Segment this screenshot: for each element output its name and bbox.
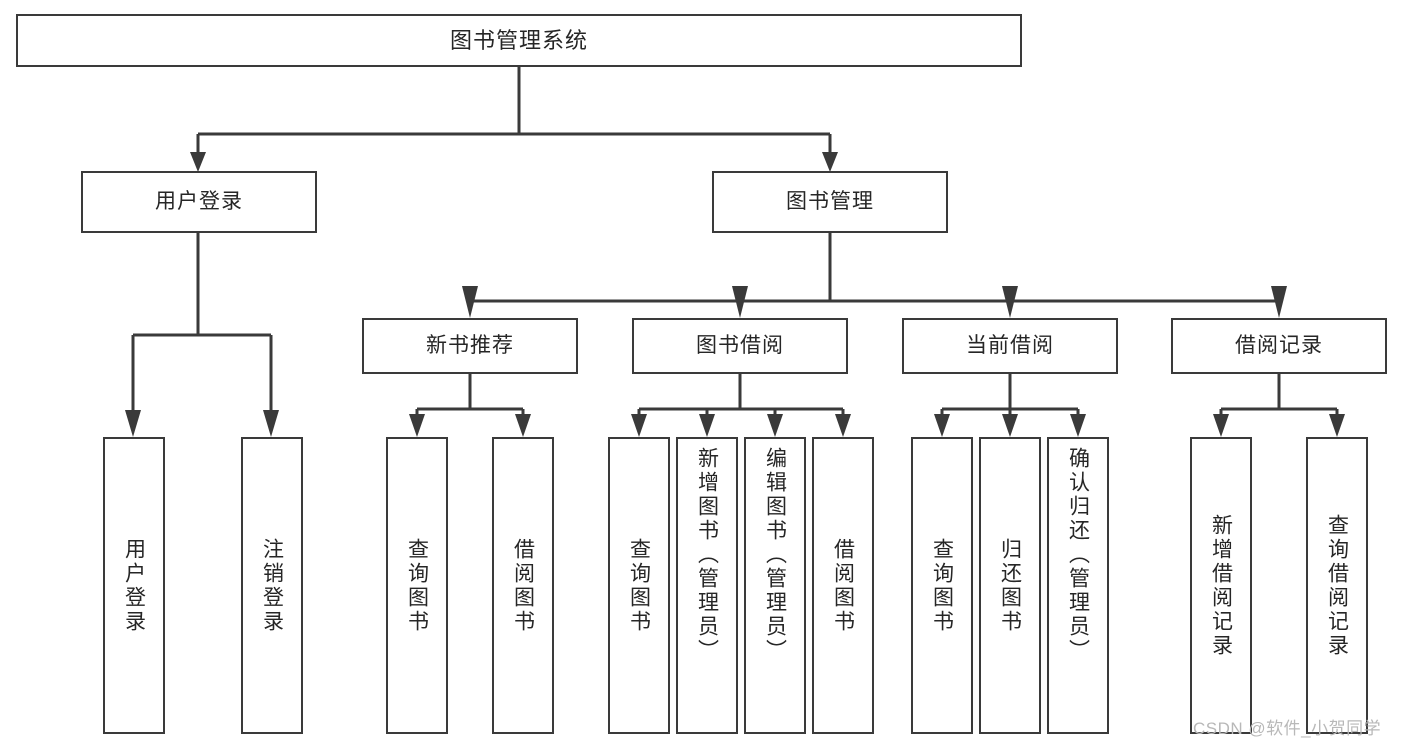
node-borrowing-record[interactable]: 借阅记录 bbox=[1171, 318, 1387, 374]
leaf-edit-book-admin[interactable]: 编辑图书（管理员） bbox=[744, 437, 806, 734]
leaf-query-book-borrow[interactable]: 查询图书 bbox=[608, 437, 670, 734]
leaf-confirm-return-admin[interactable]: 确认归还（管理员） bbox=[1047, 437, 1109, 734]
leaf-label: 借阅图书 bbox=[511, 537, 535, 634]
node-label: 新书推荐 bbox=[426, 333, 514, 357]
leaf-label: 归还图书 bbox=[998, 537, 1022, 634]
node-book-borrowing[interactable]: 图书借阅 bbox=[632, 318, 848, 374]
leaf-query-book-current[interactable]: 查询图书 bbox=[911, 437, 973, 734]
node-label: 借阅记录 bbox=[1235, 333, 1323, 357]
leaf-add-borrow-record[interactable]: 新增借阅记录 bbox=[1190, 437, 1252, 734]
leaf-query-book-rec[interactable]: 查询图书 bbox=[386, 437, 448, 734]
node-root-book-management-system[interactable]: 图书管理系统 bbox=[16, 14, 1022, 67]
leaf-user-login[interactable]: 用户登录 bbox=[103, 437, 165, 734]
leaf-add-book-admin[interactable]: 新增图书（管理员） bbox=[676, 437, 738, 734]
leaf-return-book[interactable]: 归还图书 bbox=[979, 437, 1041, 734]
node-label: 图书管理 bbox=[786, 189, 874, 213]
node-label: 图书管理系统 bbox=[449, 27, 588, 53]
leaf-label: 新增图书（管理员） bbox=[695, 447, 719, 663]
leaf-label: 编辑图书（管理员） bbox=[763, 447, 787, 663]
leaf-borrow-book[interactable]: 借阅图书 bbox=[812, 437, 874, 734]
leaf-label: 查询图书 bbox=[405, 537, 429, 634]
node-label: 图书借阅 bbox=[696, 333, 784, 357]
leaf-logout[interactable]: 注销登录 bbox=[241, 437, 303, 734]
node-label: 用户登录 bbox=[155, 189, 243, 213]
node-new-book-recommendation[interactable]: 新书推荐 bbox=[362, 318, 578, 374]
csdn-watermark: CSDN @软件_小贺同学 bbox=[1193, 719, 1382, 738]
leaf-query-borrow-record[interactable]: 查询借阅记录 bbox=[1306, 437, 1368, 734]
leaf-label: 确认归还（管理员） bbox=[1066, 447, 1090, 663]
leaf-label: 新增借阅记录 bbox=[1209, 513, 1233, 658]
leaf-label: 查询借阅记录 bbox=[1325, 513, 1349, 658]
node-label: 当前借阅 bbox=[966, 333, 1054, 357]
leaf-label: 注销登录 bbox=[260, 537, 284, 634]
node-book-management[interactable]: 图书管理 bbox=[712, 171, 948, 233]
leaf-borrow-book-rec[interactable]: 借阅图书 bbox=[492, 437, 554, 734]
leaf-label: 查询图书 bbox=[930, 537, 954, 634]
node-current-borrowing[interactable]: 当前借阅 bbox=[902, 318, 1118, 374]
node-user-login[interactable]: 用户登录 bbox=[81, 171, 317, 233]
leaf-label: 用户登录 bbox=[122, 537, 146, 634]
leaf-label: 查询图书 bbox=[627, 537, 651, 634]
leaf-label: 借阅图书 bbox=[831, 537, 855, 634]
